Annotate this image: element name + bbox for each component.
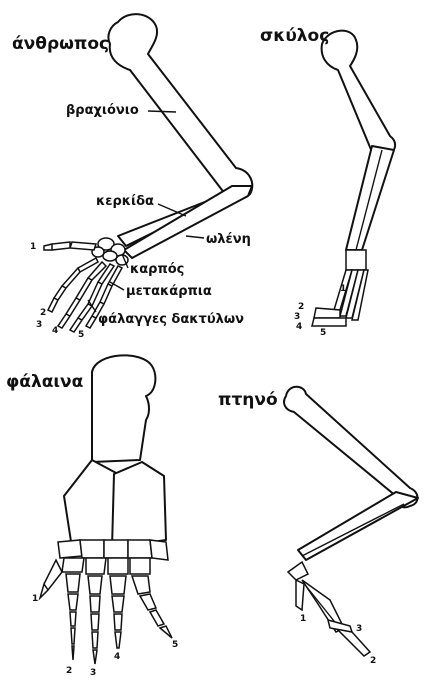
- label-ulna: ωλένη: [206, 232, 251, 247]
- whale-digits: [40, 560, 172, 664]
- label-carpus: καρπός: [130, 262, 184, 277]
- human-digit-3: 3: [36, 320, 42, 330]
- whale-digit-3: 3: [90, 668, 96, 678]
- label-metacarpals: μετακάρπια: [126, 284, 212, 299]
- label-phalanges: φάλαγγες δακτύλων: [98, 312, 244, 327]
- whale-title: φάλαινα: [6, 372, 83, 392]
- whale-radius: [64, 460, 118, 548]
- whale-digit-1: 1: [32, 594, 38, 604]
- bird-digits: [296, 580, 370, 656]
- bird-digit-3: 3: [356, 624, 362, 634]
- label-humerus: βραχιόνιο: [66, 103, 139, 118]
- dog-humerus: [322, 31, 395, 154]
- dog-digit-3: 3: [294, 312, 300, 322]
- dog-leg: [312, 31, 395, 326]
- whale-humerus: [92, 355, 155, 462]
- dog-carpus: [346, 250, 366, 270]
- bird-digit-1: 1: [300, 614, 306, 624]
- dog-title: σκύλος: [260, 26, 329, 46]
- dog-digits: [312, 270, 368, 326]
- human-thumb: [44, 242, 96, 250]
- bird-carpus: [288, 562, 308, 580]
- dog-digit-4: 4: [296, 322, 302, 332]
- whale-digit-5: 5: [172, 640, 178, 650]
- dog-digit-5: 5: [320, 328, 326, 338]
- human-digit-4: 4: [52, 326, 58, 336]
- label-radius: κερκίδα: [96, 194, 154, 209]
- human-digit-1: 1: [30, 242, 36, 252]
- whale-digit-4: 4: [114, 652, 120, 662]
- bird-radius-ulna: [298, 492, 418, 560]
- bird-digit-2: 2: [370, 656, 376, 666]
- whale-ulna: [112, 462, 166, 548]
- bird-title: πτηνό: [218, 390, 278, 410]
- human-title: άνθρωπος: [12, 34, 109, 54]
- human-digit-2: 2: [40, 308, 46, 318]
- whale-digit-2: 2: [66, 666, 72, 676]
- whale-carpals: [58, 540, 168, 574]
- whale-flipper: [40, 355, 172, 664]
- dog-digit-1: 1: [340, 284, 346, 294]
- dog-digit-2: 2: [298, 302, 304, 312]
- bird-humerus: [284, 387, 417, 508]
- human-digit-5: 5: [78, 330, 84, 340]
